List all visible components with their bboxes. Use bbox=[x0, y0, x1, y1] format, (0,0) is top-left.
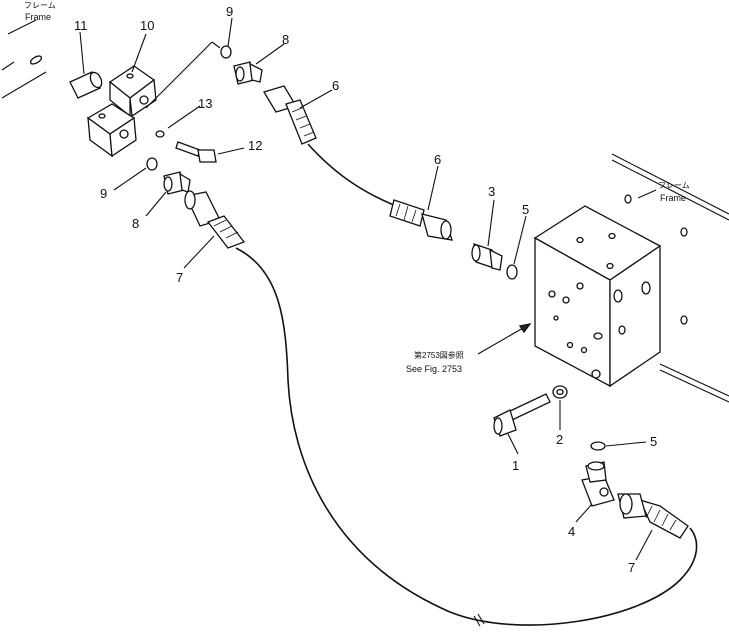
callout-6-upper: 6 bbox=[332, 78, 339, 93]
frame-label-right: フレーム Frame bbox=[637, 181, 690, 203]
callout-9-lower: 9 bbox=[100, 186, 107, 201]
leader-lines bbox=[79, 17, 653, 561]
frame-edge-right bbox=[611, 153, 729, 403]
o-ring-5-upper bbox=[506, 264, 518, 280]
elbow-4 bbox=[581, 461, 615, 507]
hose-6 bbox=[263, 85, 453, 241]
hose-7-sleeve-right bbox=[638, 498, 689, 539]
callout-2: 2 bbox=[556, 432, 563, 447]
bolt-head-12 bbox=[197, 149, 217, 163]
callout-10: 10 bbox=[140, 18, 154, 33]
frame-edge-left bbox=[1, 55, 47, 99]
fitting-3 bbox=[471, 243, 503, 271]
hose-6-line bbox=[307, 143, 397, 207]
callout-13: 13 bbox=[198, 96, 212, 111]
callout-6-lower: 6 bbox=[434, 152, 441, 167]
valve-block-side bbox=[609, 244, 661, 388]
frame-label-left-en: Frame bbox=[25, 12, 51, 22]
o-ring-9-lower bbox=[146, 157, 158, 171]
o-ring-9-upper bbox=[220, 45, 232, 59]
callout-4: 4 bbox=[568, 524, 575, 539]
callout-1: 1 bbox=[512, 458, 519, 473]
hose-7-sleeve-left bbox=[206, 215, 246, 249]
frame-label-left: フレーム Frame bbox=[7, 1, 56, 35]
callout-8-upper: 8 bbox=[282, 32, 289, 47]
bolt-1 bbox=[493, 393, 551, 437]
o-ring-5-lower bbox=[590, 441, 606, 451]
bracket-assembly bbox=[69, 41, 221, 163]
callout-12: 12 bbox=[248, 138, 262, 153]
hose-7 bbox=[184, 190, 698, 627]
callout-7-left: 7 bbox=[176, 270, 183, 285]
callout-9-upper: 9 bbox=[226, 4, 233, 19]
hose-7-break-mark bbox=[473, 613, 485, 627]
valve-block bbox=[533, 205, 662, 388]
callout-5-upper: 5 bbox=[522, 202, 529, 217]
hose-7-line bbox=[235, 247, 698, 626]
hose-6-sleeve-lower bbox=[389, 199, 425, 227]
see-fig-arrowhead bbox=[518, 323, 532, 334]
fitting-8-lower bbox=[163, 171, 191, 195]
callout-7-right: 7 bbox=[628, 560, 635, 575]
callout-11: 11 bbox=[74, 18, 88, 33]
frame-label-right-en: Frame bbox=[660, 193, 686, 203]
hose-6-sleeve-upper bbox=[285, 99, 317, 145]
callout-8-lower: 8 bbox=[132, 216, 139, 231]
bolt-shank-12 bbox=[175, 141, 201, 157]
washer bbox=[155, 130, 165, 138]
frame-right-leader bbox=[637, 189, 657, 199]
see-fig-label-en: See Fig. 2753 bbox=[406, 364, 462, 374]
callout-5-lower: 5 bbox=[650, 434, 657, 449]
see-fig-label-jp: 第2753図参照 bbox=[414, 350, 464, 360]
callout-3: 3 bbox=[488, 184, 495, 199]
see-fig-label: 第2753図参照 See Fig. 2753 bbox=[406, 323, 532, 374]
frame-label-left-jp: フレーム bbox=[24, 1, 56, 10]
frame-left-leader bbox=[7, 19, 37, 35]
fitting-8-upper bbox=[233, 61, 263, 85]
